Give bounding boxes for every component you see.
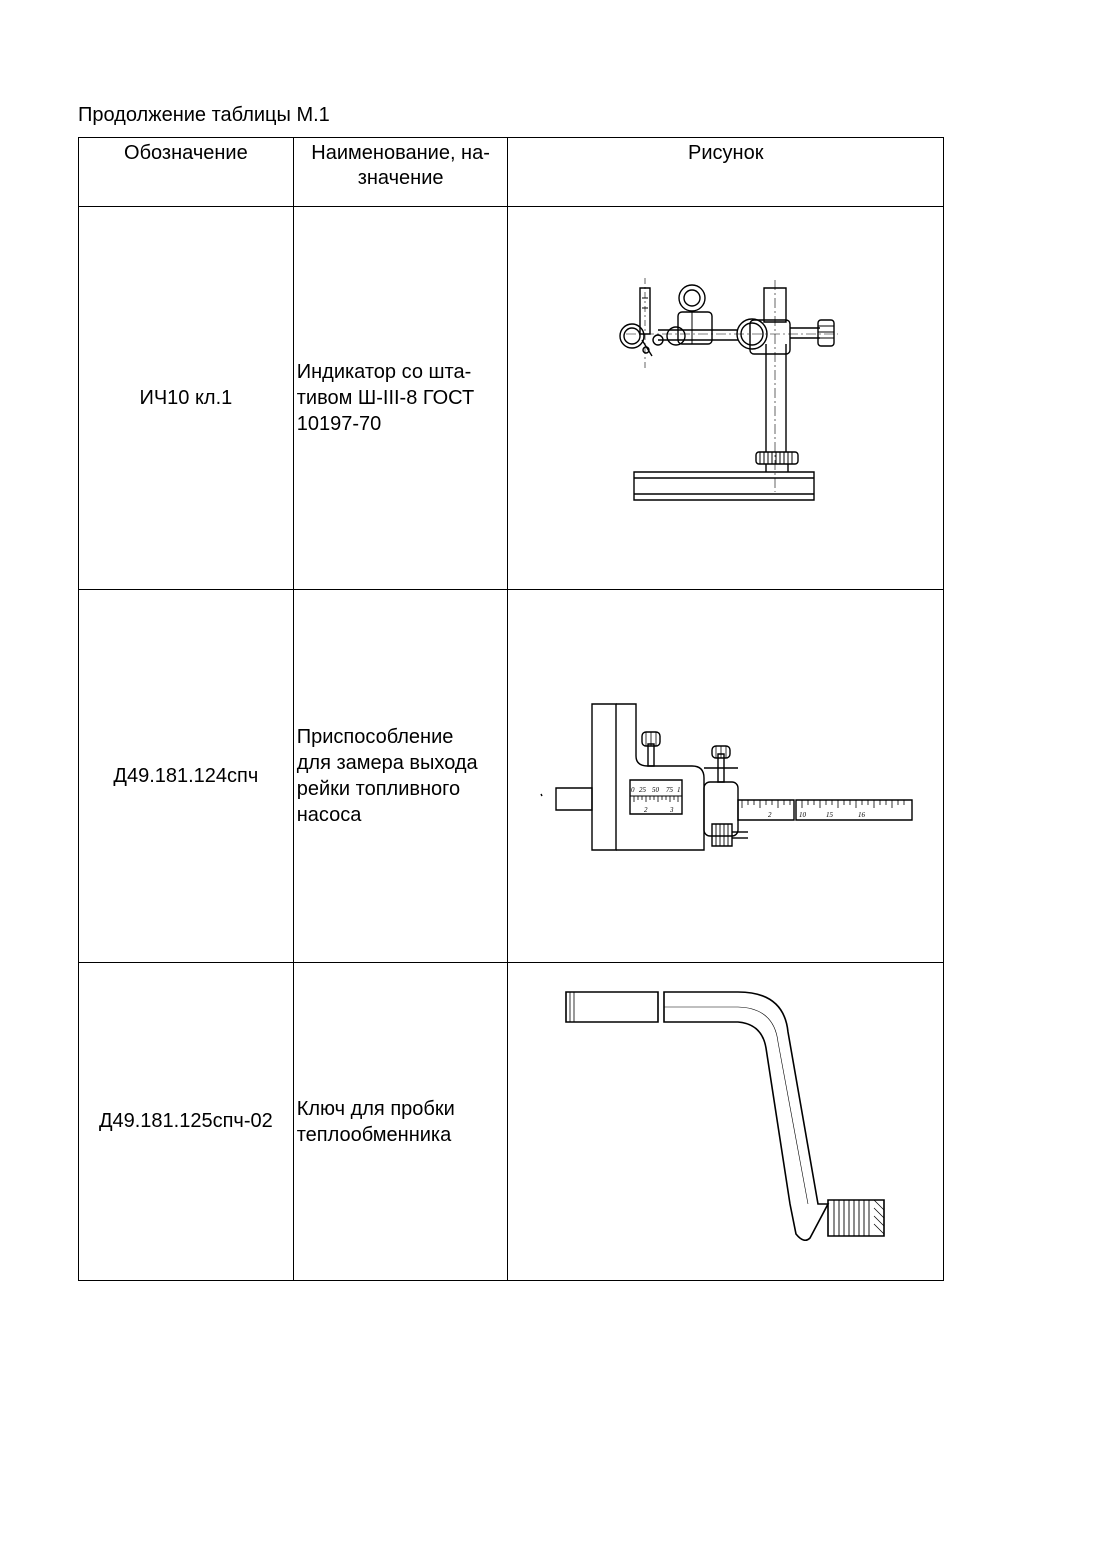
header-designation: Обозначение xyxy=(78,137,294,207)
row-designation: ИЧ10 кл.1 xyxy=(78,206,294,590)
tools-table: Обозначение Наименование, на- значение Р… xyxy=(78,137,944,1281)
table-row: ИЧ10 кл.1 Индикатор со шта- тивом Ш-III-… xyxy=(78,206,944,590)
row-name: Ключ для пробки теплообменника xyxy=(292,962,509,1281)
vernier-label: 75 xyxy=(666,786,674,794)
indicator-stand-drawing xyxy=(606,278,846,518)
ruler-label: 15 xyxy=(826,811,834,819)
ruler-label: 16 xyxy=(858,811,866,819)
row-designation: Д49.181.125спч-02 xyxy=(78,962,294,1281)
rack-gauge-drawing: 0 25 50 75 1 2 3 xyxy=(536,696,916,856)
ruler-label: 10 xyxy=(799,811,807,819)
header-picture: Рисунок xyxy=(507,137,944,207)
header-row: Обозначение Наименование, на- значение Р… xyxy=(78,137,944,207)
row-name: Индикатор со шта- тивом Ш-III-8 ГОСТ 101… xyxy=(292,206,509,590)
row-figure: 0 25 50 75 1 2 3 xyxy=(507,589,944,963)
row-designation: Д49.181.124спч xyxy=(78,589,294,963)
vernier-label: 2 xyxy=(644,806,648,814)
vernier-label: 25 xyxy=(639,786,647,794)
table-caption: Продолжение таблицы М.1 xyxy=(78,104,330,126)
vernier-label: 0 xyxy=(631,786,635,794)
row-figure xyxy=(507,962,944,1281)
row-figure xyxy=(507,206,944,590)
table-row: Д49.181.124спч Приспособление для замера… xyxy=(78,589,944,963)
header-name: Наименование, на- значение xyxy=(292,137,509,207)
vernier-label: 50 xyxy=(652,786,660,794)
table-row: Д49.181.125спч-02 Ключ для пробки теплоо… xyxy=(78,962,944,1281)
row-name: Приспособление для замера выхода рейки т… xyxy=(292,589,509,963)
plug-wrench-drawing xyxy=(556,972,896,1272)
vernier-label: 1 xyxy=(677,786,681,794)
ruler-label: 2 xyxy=(768,811,772,819)
vernier-label: 3 xyxy=(669,806,674,814)
